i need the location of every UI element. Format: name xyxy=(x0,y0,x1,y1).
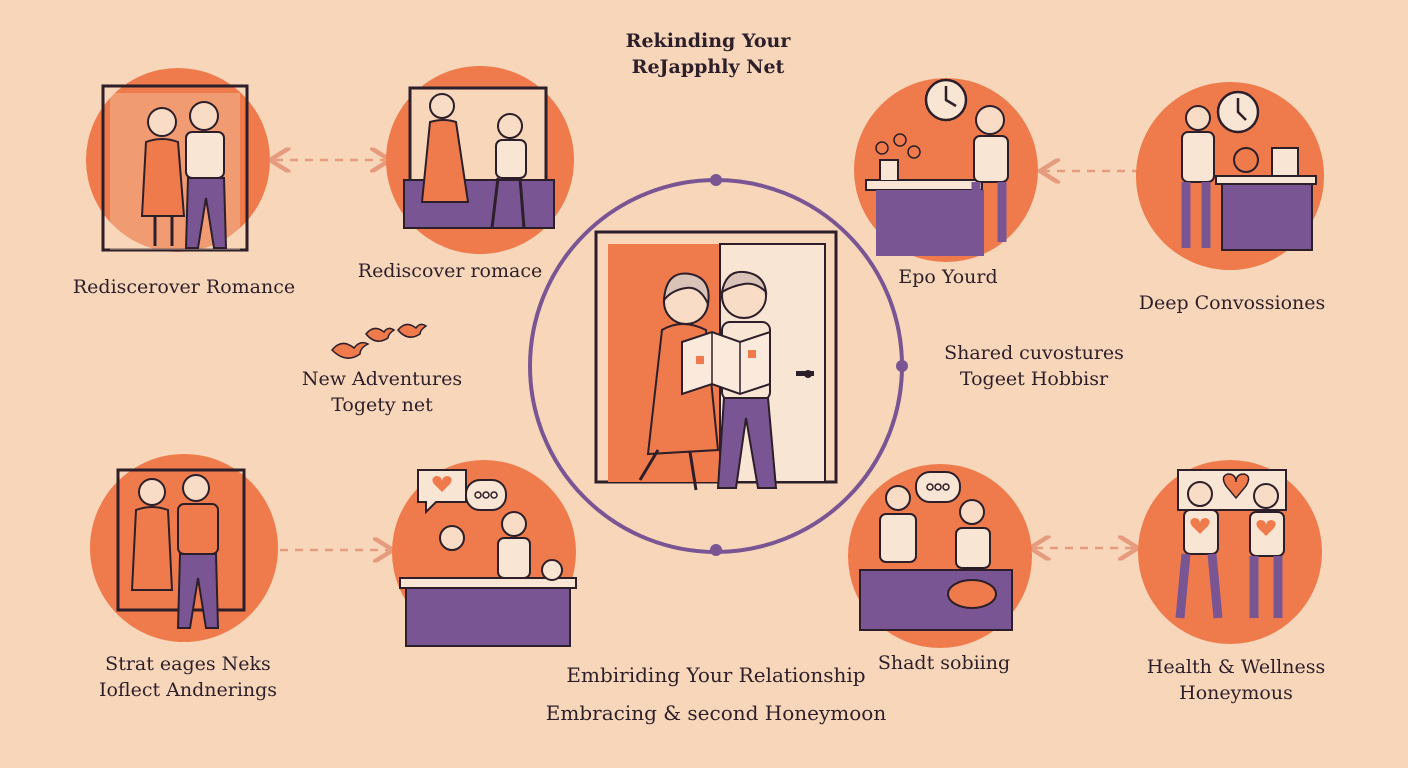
title-line-2: ReJapphly Net xyxy=(631,56,785,78)
shared-line-1: Shared cuvostures xyxy=(944,342,1124,364)
circle-romance-left xyxy=(86,68,270,252)
label-shared: Shared cuvostures Togeet Hobbisr xyxy=(944,340,1124,392)
strategies-line-2: Ioflect Andnerings xyxy=(98,679,278,701)
title-line-1: Rekinding Your xyxy=(625,30,791,52)
birds-icon xyxy=(330,323,428,359)
label-conversations: Deep Convossiones xyxy=(1138,292,1326,314)
label-romance-left: Rediscerover Romance xyxy=(72,276,296,298)
circle-solving xyxy=(848,464,1032,648)
health-line-2: Honeymous xyxy=(1179,682,1293,704)
diagram-title: Rekinding Your ReJapphly Net xyxy=(626,28,791,80)
center-caption: Embiriding Your Relationship Embracing &… xyxy=(546,656,886,732)
couple-doorway-illustration xyxy=(594,230,838,491)
label-health: Health & Wellness Honeymous xyxy=(1147,654,1325,706)
circle-conversations xyxy=(1136,82,1324,270)
center-line-2: Embracing & second Honeymoon xyxy=(545,701,887,725)
label-strategies: Strat eages Neks Ioflect Andnerings xyxy=(99,651,277,703)
label-adventures: New Adventures Togety net xyxy=(302,366,462,418)
health-line-1: Health & Wellness xyxy=(1146,656,1326,678)
central-ring xyxy=(528,174,908,556)
label-romance-right: Rediscover romace xyxy=(357,260,543,282)
label-solving: Shadt sobiing xyxy=(877,652,1011,674)
center-line-1: Embiriding Your Relationship xyxy=(566,663,866,687)
circle-strategies xyxy=(90,454,278,642)
adventures-line-1: New Adventures xyxy=(301,368,463,390)
strategies-line-1: Strat eages Neks xyxy=(105,653,271,675)
circle-conversation-kitchen xyxy=(392,460,577,647)
circle-health xyxy=(1138,460,1322,644)
circle-explore xyxy=(854,78,1038,262)
label-explore: Epo Yourd xyxy=(898,266,998,288)
shared-line-2: Togeet Hobbisr xyxy=(959,368,1109,390)
circle-romance-right xyxy=(386,66,574,254)
adventures-line-2: Togety net xyxy=(331,394,433,416)
